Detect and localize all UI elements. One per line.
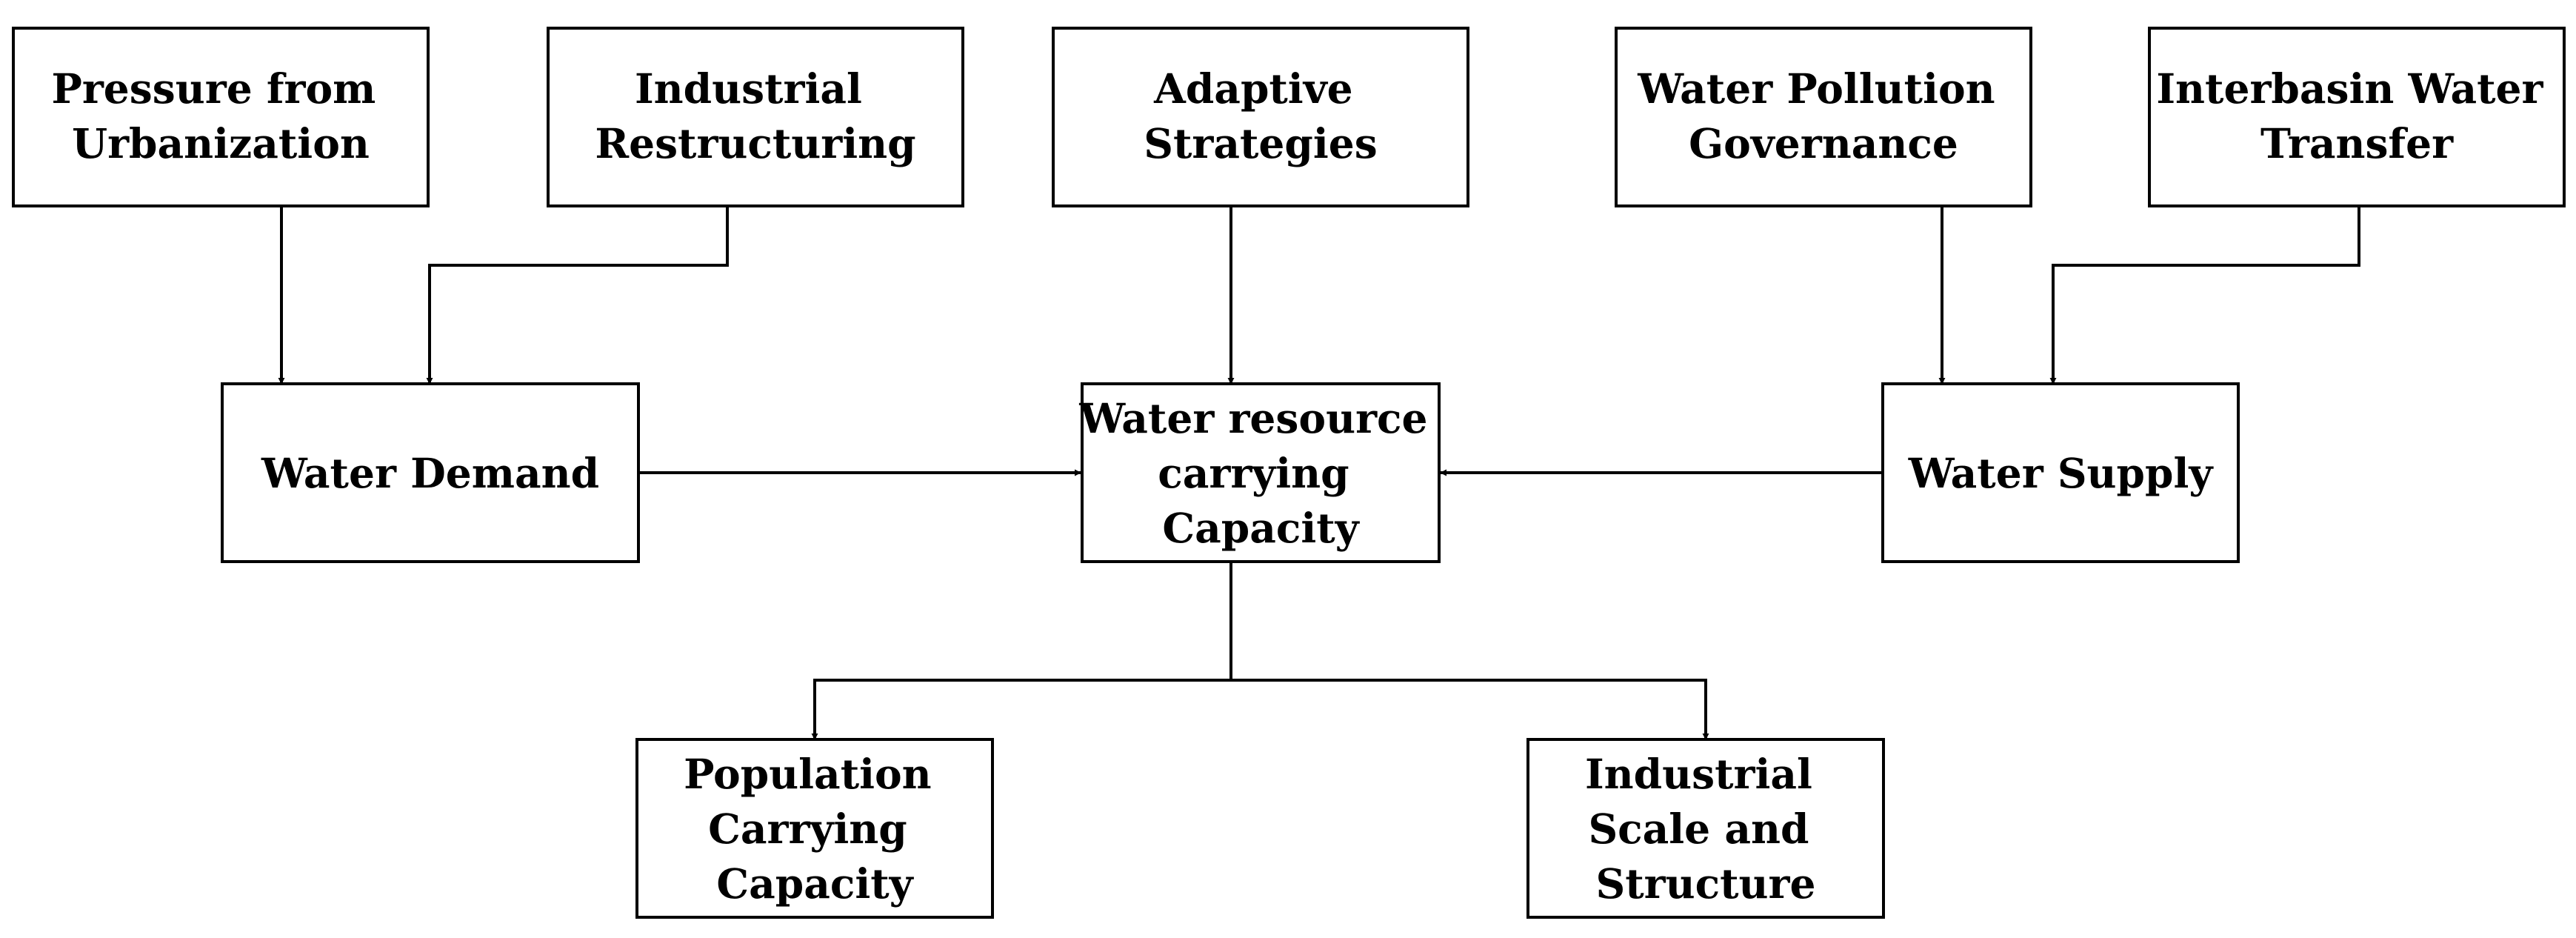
nodes-group: Pressure from Urbanization Industrial Re…	[12, 27, 2566, 919]
node-industrial-restructuring: Industrial Restructuring	[547, 27, 964, 207]
node-label-line: Water Pollution	[1637, 64, 1995, 113]
node-label-line: Water Demand	[261, 449, 599, 497]
node-label: Water Pollution Governance	[1637, 64, 2009, 167]
node-label-line: Governance	[1689, 119, 1958, 167]
node-label-line: carrying	[1158, 449, 1349, 497]
node-label-line: Restructuring	[595, 119, 915, 167]
node-label: Interbasin Water Transfer	[2156, 64, 2557, 167]
node-label-line: Population	[684, 750, 932, 798]
node-box	[1526, 738, 1885, 919]
node-label-line: Water Supply	[1908, 449, 2215, 497]
node-label-line: Industrial	[635, 64, 862, 113]
edge-carrying-capacity-to-population-capacity	[811, 679, 1231, 740]
node-label: Population Carrying Capacity	[684, 750, 946, 908]
node-label-line: Adaptive	[1153, 64, 1352, 113]
node-label-line: Water resource	[1078, 394, 1427, 442]
node-label: Pressure from Urbanization	[51, 64, 390, 167]
node-interbasin-water-transfer: Interbasin Water Transfer	[2148, 27, 2566, 207]
node-label-line: Scale and	[1588, 805, 1809, 853]
node-industrial-scale-and-structure: Industrial Scale and Structure	[1526, 738, 1885, 919]
node-label-line: Structure	[1596, 859, 1816, 908]
node-label: Water Supply	[1908, 449, 2215, 497]
node-label: Industrial Scale and Structure	[1585, 750, 1826, 908]
node-label-line: Pressure from	[51, 64, 376, 113]
edge-industrial-restructuring-to-water-demand	[426, 206, 729, 385]
node-label: Industrial Restructuring	[595, 64, 915, 167]
node-adaptive-strategies: Adaptive Strategies	[1052, 27, 1469, 207]
node-water-resource-carrying-capacity: Water resource carrying Capacity	[1078, 382, 1441, 563]
node-label-line: Transfer	[2260, 119, 2454, 167]
node-box	[547, 27, 964, 207]
node-label-line: Interbasin Water	[2156, 64, 2543, 113]
node-label-line: Strategies	[1144, 119, 1377, 167]
node-population-carrying-capacity: Population Carrying Capacity	[635, 738, 994, 919]
node-pressure-from-urbanization: Pressure from Urbanization	[12, 27, 430, 207]
node-box	[1881, 382, 2240, 563]
edges-group	[278, 206, 2360, 740]
node-box	[635, 738, 994, 919]
node-label-line: Urbanization	[72, 119, 370, 167]
node-water-demand: Water Demand	[221, 382, 640, 563]
node-box	[1081, 382, 1441, 563]
node-water-supply: Water Supply	[1881, 382, 2240, 563]
node-box	[1052, 27, 1469, 207]
node-box	[1615, 27, 2032, 207]
node-box	[12, 27, 430, 207]
edge-interbasin-transfer-to-water-supply	[2049, 206, 2360, 385]
node-label-line: Industrial	[1585, 750, 1812, 798]
node-label: Water Demand	[261, 449, 599, 497]
node-label-line: Capacity	[716, 859, 914, 908]
node-box	[221, 382, 640, 563]
node-label-line: Capacity	[1162, 504, 1360, 552]
node-water-pollution-governance: Water Pollution Governance	[1615, 27, 2032, 207]
node-label-line: Carrying	[708, 805, 907, 853]
node-label: Adaptive Strategies	[1144, 64, 1377, 167]
node-label: Water resource carrying Capacity	[1078, 394, 1441, 552]
edge-carrying-capacity-to-industrial-scale	[1231, 679, 1709, 740]
node-box	[2148, 27, 2566, 207]
